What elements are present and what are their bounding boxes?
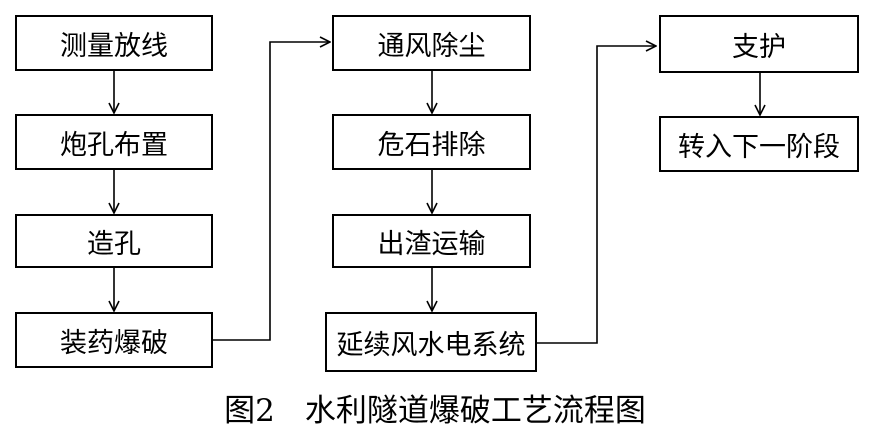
- step-charging-blasting: 装药爆破: [15, 312, 213, 368]
- step-mucking-transport: 出渣运输: [332, 214, 531, 268]
- step-label: 延续风水电系统: [336, 329, 526, 361]
- step-drilling: 造孔: [15, 214, 213, 268]
- step-extend-utilities: 延续风水电系统: [325, 312, 537, 372]
- step-label: 出渣运输: [377, 228, 486, 260]
- step-label: 危石排除: [377, 129, 486, 161]
- step-loose-rock-removal: 危石排除: [332, 114, 531, 170]
- step-survey-setout: 测量放线: [15, 15, 213, 71]
- step-label: 转入下一阶段: [678, 131, 840, 163]
- figure-title: 水利隧道爆破工艺流程图: [304, 393, 646, 429]
- step-next-stage: 转入下一阶段: [659, 116, 859, 172]
- step-label: 测量放线: [60, 30, 168, 62]
- figure-number: 图2: [224, 393, 275, 429]
- figure-caption: 图2 水利隧道爆破工艺流程图: [0, 385, 870, 430]
- step-support: 支护: [659, 15, 859, 73]
- step-label: 支护: [732, 31, 786, 63]
- step-hole-layout: 炮孔布置: [15, 114, 213, 170]
- step-label: 炮孔布置: [60, 129, 168, 161]
- step-label: 造孔: [87, 228, 141, 260]
- arrow-col2-to-col3: [536, 46, 656, 344]
- step-label: 通风除尘: [377, 30, 486, 62]
- arrow-col1-to-col2: [212, 42, 330, 341]
- step-label: 装药爆破: [60, 327, 168, 359]
- step-ventilation-dust: 通风除尘: [332, 15, 531, 71]
